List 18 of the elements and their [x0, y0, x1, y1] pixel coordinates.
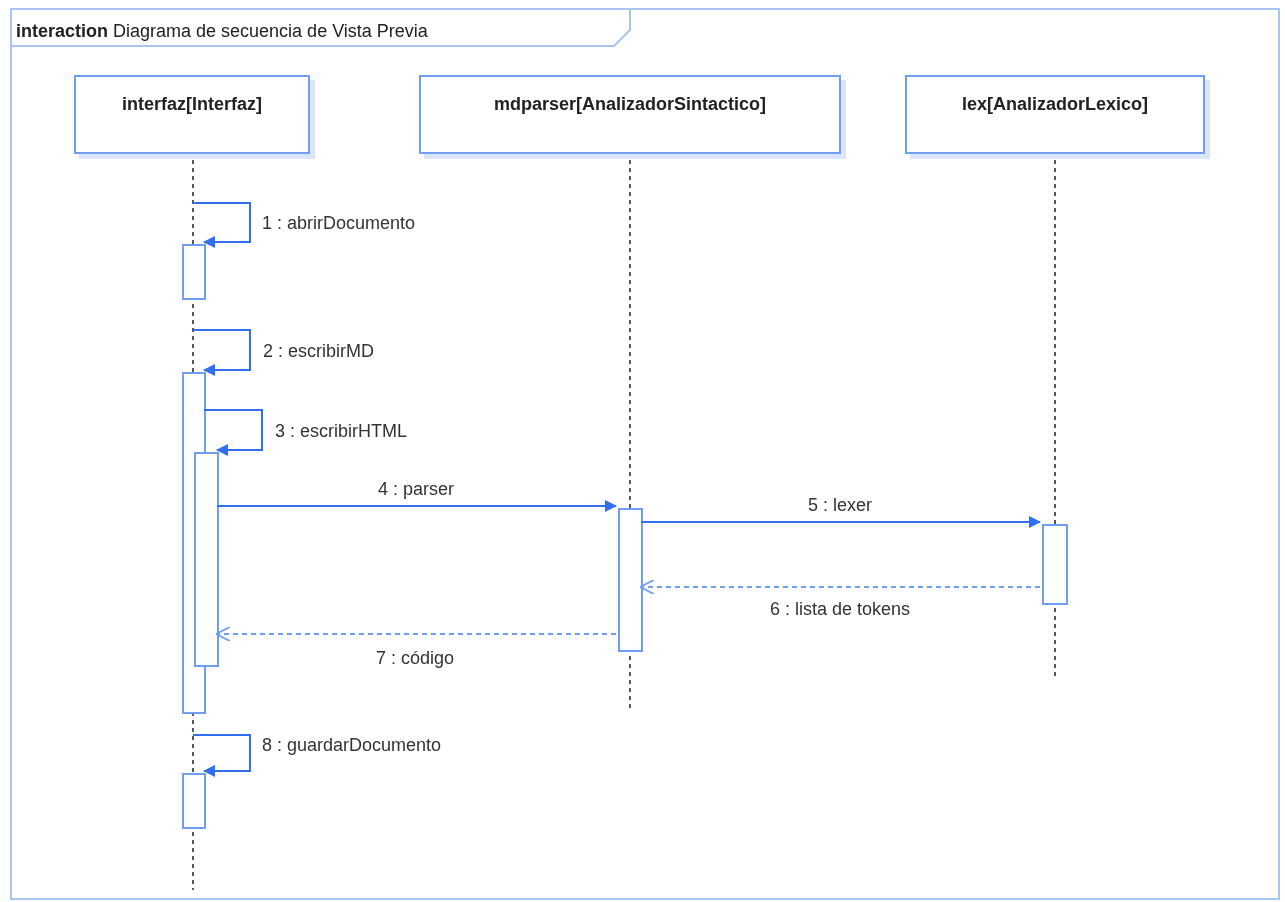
activation-bar: [618, 508, 643, 652]
frame-title: interaction Diagrama de secuencia de Vista Previa: [16, 20, 428, 43]
message-arrow: [203, 409, 263, 456]
message-arrow: [192, 329, 251, 376]
activation-bar: [182, 773, 206, 829]
message-arrow: [216, 500, 617, 512]
activation-bar: [194, 452, 219, 667]
activation-bar: [182, 244, 206, 300]
lifeline-name: mdparser[AnalizadorSintactico]: [493, 93, 767, 116]
reply-message-arrow: [638, 579, 1041, 595]
lifeline-name: interfaz[Interfaz]: [122, 93, 262, 116]
lifeline-name: lex[AnalizadorLexico]: [961, 93, 1148, 116]
message-arrow: [192, 202, 251, 248]
reply-message-arrow: [214, 626, 617, 642]
message-arrow: [640, 516, 1041, 528]
message-arrow: [192, 734, 251, 777]
activation-bar: [1042, 524, 1068, 605]
interaction-frame: [10, 8, 1280, 900]
